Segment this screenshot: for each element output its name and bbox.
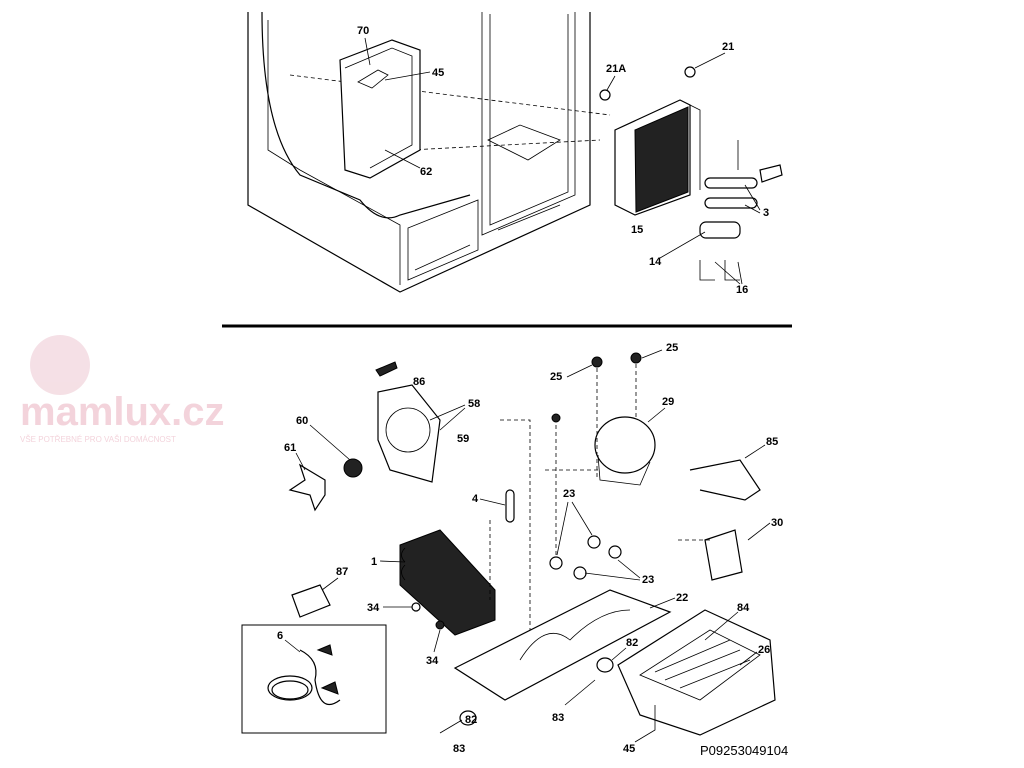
callout-4: 4 [472,493,479,505]
power-cord-inset [241,624,387,734]
refrigerator-cabinet [247,11,611,293]
callout-83-right: 83 [552,712,564,724]
callout-85: 85 [766,436,778,448]
grommet [459,710,477,726]
evaporator [599,66,783,281]
grommet [596,657,614,673]
condenser-coil [399,529,496,636]
callout-30: 30 [771,517,783,529]
ice-bucket [339,39,421,179]
callout-45: 45 [432,67,444,79]
callout-62: 62 [420,166,432,178]
compressor [551,352,656,560]
drier-filter [505,489,515,523]
callout-29: 29 [662,396,674,408]
drawing-code: P09253049104 [700,743,788,758]
callout-25-right: 25 [666,342,678,354]
callout-1: 1 [371,556,377,568]
mounting-grommets [549,535,622,580]
relay-cover [704,529,743,581]
callout-84: 84 [737,602,750,614]
bottom-callouts: 86 58 59 60 61 4 1 87 34 34 6 25 25 29 8… [277,342,783,755]
callout-22: 22 [676,592,688,604]
callout-59: 59 [457,433,469,445]
callout-23-lower: 23 [642,574,654,586]
callout-87: 87 [336,566,348,578]
tubing [689,459,761,501]
callout-82-right: 82 [626,637,638,649]
callout-58: 58 [468,398,480,410]
callout-83-left: 83 [453,743,465,755]
watermark-logo: mamlux.cz VŠE POTŘEBNÉ PRO VAŠI DOMÁCNOS… [20,335,225,444]
screw [411,602,421,612]
callout-45-bottom: 45 [623,743,635,755]
callout-86: 86 [413,376,425,388]
callout-82-left: 82 [465,714,477,726]
callout-60: 60 [296,415,308,427]
callout-16: 16 [736,284,748,296]
callout-21a: 21A [606,63,626,75]
base-pan [453,589,672,701]
callout-15: 15 [631,224,643,236]
callout-14: 14 [649,256,662,268]
callout-26: 26 [758,644,770,656]
callout-25-left: 25 [550,371,562,383]
drain-pan [617,609,776,736]
overload-relay [291,584,331,618]
callout-34-lower: 34 [426,655,439,667]
callout-61: 61 [284,442,296,454]
fan-assembly [288,361,441,512]
callout-6: 6 [277,630,283,642]
watermark-tagline: VŠE POTŘEBNÉ PRO VAŠI DOMÁCNOST [20,435,176,444]
top-callouts: 70 45 62 21 21A 3 15 14 16 [357,25,769,296]
screw [435,620,445,630]
callout-21: 21 [722,41,734,53]
callout-23-upper: 23 [563,488,575,500]
callout-70: 70 [357,25,369,37]
callout-3: 3 [763,207,769,219]
callout-34-upper: 34 [367,602,380,614]
watermark-brand: mamlux.cz [20,390,225,434]
